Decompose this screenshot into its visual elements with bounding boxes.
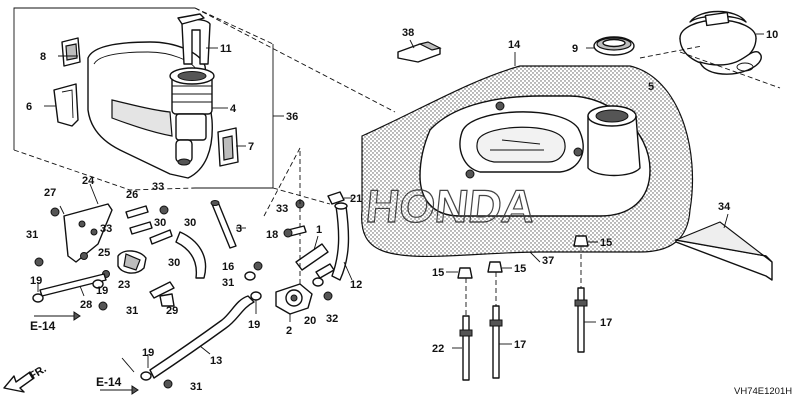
tank-cushion-6 (53, 83, 79, 127)
e14-ref-lower: E-14 (96, 375, 122, 389)
callout-28: 28 (80, 299, 92, 311)
callout-12: 12 (350, 279, 362, 291)
callout-15b: 15 (432, 267, 444, 279)
breather-tube-30 (149, 229, 207, 279)
cover-bolts (452, 246, 596, 381)
callout-27: 27 (44, 187, 56, 199)
fuel-tank (87, 41, 215, 179)
callout-9: 9 (572, 43, 578, 55)
tank-leader-lines (44, 47, 284, 147)
diagram-code: VH74E1201H (734, 386, 792, 397)
callout-17b: 17 (514, 339, 526, 351)
fuel-valve (263, 147, 313, 322)
mount-bolt-3 (210, 200, 246, 249)
callout-10: 10 (766, 29, 778, 41)
fuel-pipe-28 (39, 273, 107, 297)
callout-15a: 15 (600, 237, 612, 249)
callout-30a: 30 (154, 217, 166, 229)
callout-31d: 31 (190, 381, 202, 393)
tank-clip (177, 13, 211, 65)
wire-clip (397, 39, 442, 63)
callout-4: 4 (230, 103, 237, 115)
callout-33c: 33 (276, 203, 288, 215)
fuel-hose-1 (295, 235, 335, 279)
callout-16: 16 (222, 261, 234, 273)
callout-31b: 31 (126, 305, 138, 317)
callout-20: 20 (304, 315, 316, 327)
callout-18: 18 (266, 229, 278, 241)
callout-30b: 30 (168, 257, 180, 269)
callout-26: 26 (126, 189, 138, 201)
callout-2: 2 (286, 325, 292, 337)
cover-logo: HONDA (364, 180, 538, 232)
callout-31c: 31 (222, 277, 234, 289)
callout-11: 11 (220, 43, 232, 55)
callout-37: 37 (542, 255, 554, 267)
callout-19a: 19 (30, 275, 42, 287)
callout-21: 21 (350, 193, 362, 205)
callout-3: 3 (236, 223, 242, 235)
clip-21 (327, 191, 352, 205)
callout-25: 25 (98, 247, 110, 259)
cap-gasket (593, 36, 635, 56)
callout-38: 38 (402, 27, 414, 39)
front-arrow (3, 371, 35, 393)
callout-31a: 31 (26, 229, 38, 241)
valve-bracket (59, 183, 147, 274)
callout-13: 13 (210, 355, 222, 367)
callout-19c: 19 (248, 319, 260, 331)
fuel-cap (679, 10, 762, 75)
fuel-tank-cover: HONDA (361, 52, 694, 263)
callout-14: 14 (508, 39, 521, 51)
callout-19b: 19 (96, 285, 108, 297)
callout-22: 22 (432, 343, 444, 355)
callout-30c: 30 (184, 217, 196, 229)
callout-5: 5 (648, 81, 654, 93)
callout-6: 6 (26, 101, 32, 113)
callout-15c: 15 (514, 263, 526, 275)
callout-33a: 33 (152, 181, 164, 193)
callout-8: 8 (40, 51, 46, 63)
e14-arrows (34, 311, 139, 395)
fuel-hose-13 (149, 295, 255, 379)
callout-7: 7 (248, 141, 254, 153)
e14-ref-upper: E-14 (30, 319, 56, 333)
callout-32: 32 (326, 313, 338, 325)
callout-24: 24 (82, 175, 95, 187)
fuel-hose-29 (149, 281, 175, 307)
callout-29: 29 (166, 305, 178, 317)
fuel-hose-12 (331, 202, 353, 281)
cover-grommets (446, 235, 598, 279)
callout-33b: 33 (100, 223, 112, 235)
callout-34: 34 (718, 201, 731, 213)
small-bolts (34, 199, 333, 389)
tank-cushion-7 (217, 127, 239, 167)
callout-36: 36 (286, 111, 298, 123)
label-plate (673, 213, 773, 281)
callout-23: 23 (118, 279, 130, 291)
bolt-18 (283, 225, 307, 238)
callout-19d: 19 (142, 347, 154, 359)
callout-17a: 17 (600, 317, 612, 329)
callout-1: 1 (316, 224, 322, 236)
hose-clips (32, 271, 324, 381)
fuel-tank-assembly-outline (13, 7, 396, 205)
tank-cushion-8 (61, 37, 81, 67)
